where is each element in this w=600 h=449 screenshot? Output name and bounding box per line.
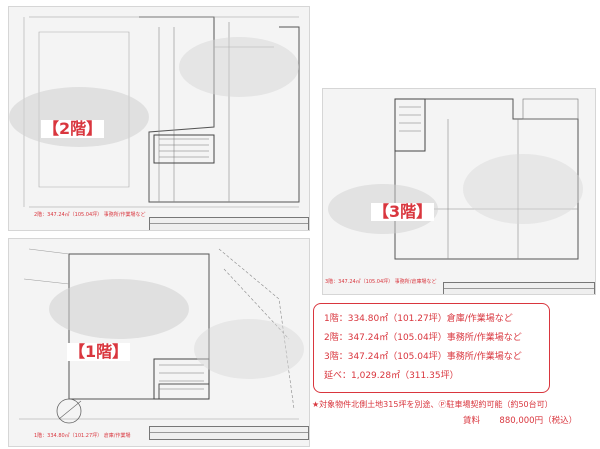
floor-plan-2f-drawing xyxy=(9,7,309,230)
area-summary-box: 1階：334.80㎡（101.27坪）倉庫/作業場など 2階：347.24㎡（1… xyxy=(313,303,550,393)
floor-plan-1f-drawing xyxy=(9,239,309,446)
floor-label-2f: 【2階】 xyxy=(41,119,105,138)
floor-plan-3f-drawing xyxy=(323,89,595,294)
summary-line-3f: 3階：347.24㎡（105.04坪）事務所/作業場など xyxy=(324,352,522,362)
floor-label-1f: 【1階】 xyxy=(67,342,131,361)
floor-plan-1f: 【1階】 1階：334.80㎡（101.27坪） 倉庫/作業場 xyxy=(8,238,310,447)
floor-label-3f: 【3階】 xyxy=(371,202,435,221)
floor-plan-2f: 【2階】 2階：347.24㎡（105.04坪） 事務所/作業場など xyxy=(8,6,310,231)
summary-line-1f: 1階：334.80㎡（101.27坪）倉庫/作業場など xyxy=(324,314,513,324)
floor-plan-3f: 【3階】 3階：347.24㎡（105.04坪） 事務所/倉庫場など xyxy=(322,88,596,295)
rent-info: 賃料 880,000円（税込） xyxy=(463,414,577,426)
rent-label: 賃料 xyxy=(463,416,481,426)
floor-caption-1f: 1階：334.80㎡（101.27坪） 倉庫/作業場 xyxy=(34,433,131,439)
title-block-1f xyxy=(149,426,309,440)
title-block-2f xyxy=(149,217,309,230)
rent-value: 880,000円（税込） xyxy=(499,416,578,426)
floor-caption-2f: 2階：347.24㎡（105.04坪） 事務所/作業場など xyxy=(34,212,146,218)
floor-caption-3f: 3階：347.24㎡（105.04坪） 事務所/倉庫場など xyxy=(325,279,437,285)
title-block-3f xyxy=(443,282,595,294)
summary-line-total: 延べ：1,029.28㎡（311.35坪） xyxy=(324,371,459,381)
summary-line-2f: 2階：347.24㎡（105.04坪）事務所/作業場など xyxy=(324,333,522,343)
parking-note: ★対象物件北側土地315坪を別途、Ⓟ駐車場契約可能（約50台可） xyxy=(312,400,553,409)
